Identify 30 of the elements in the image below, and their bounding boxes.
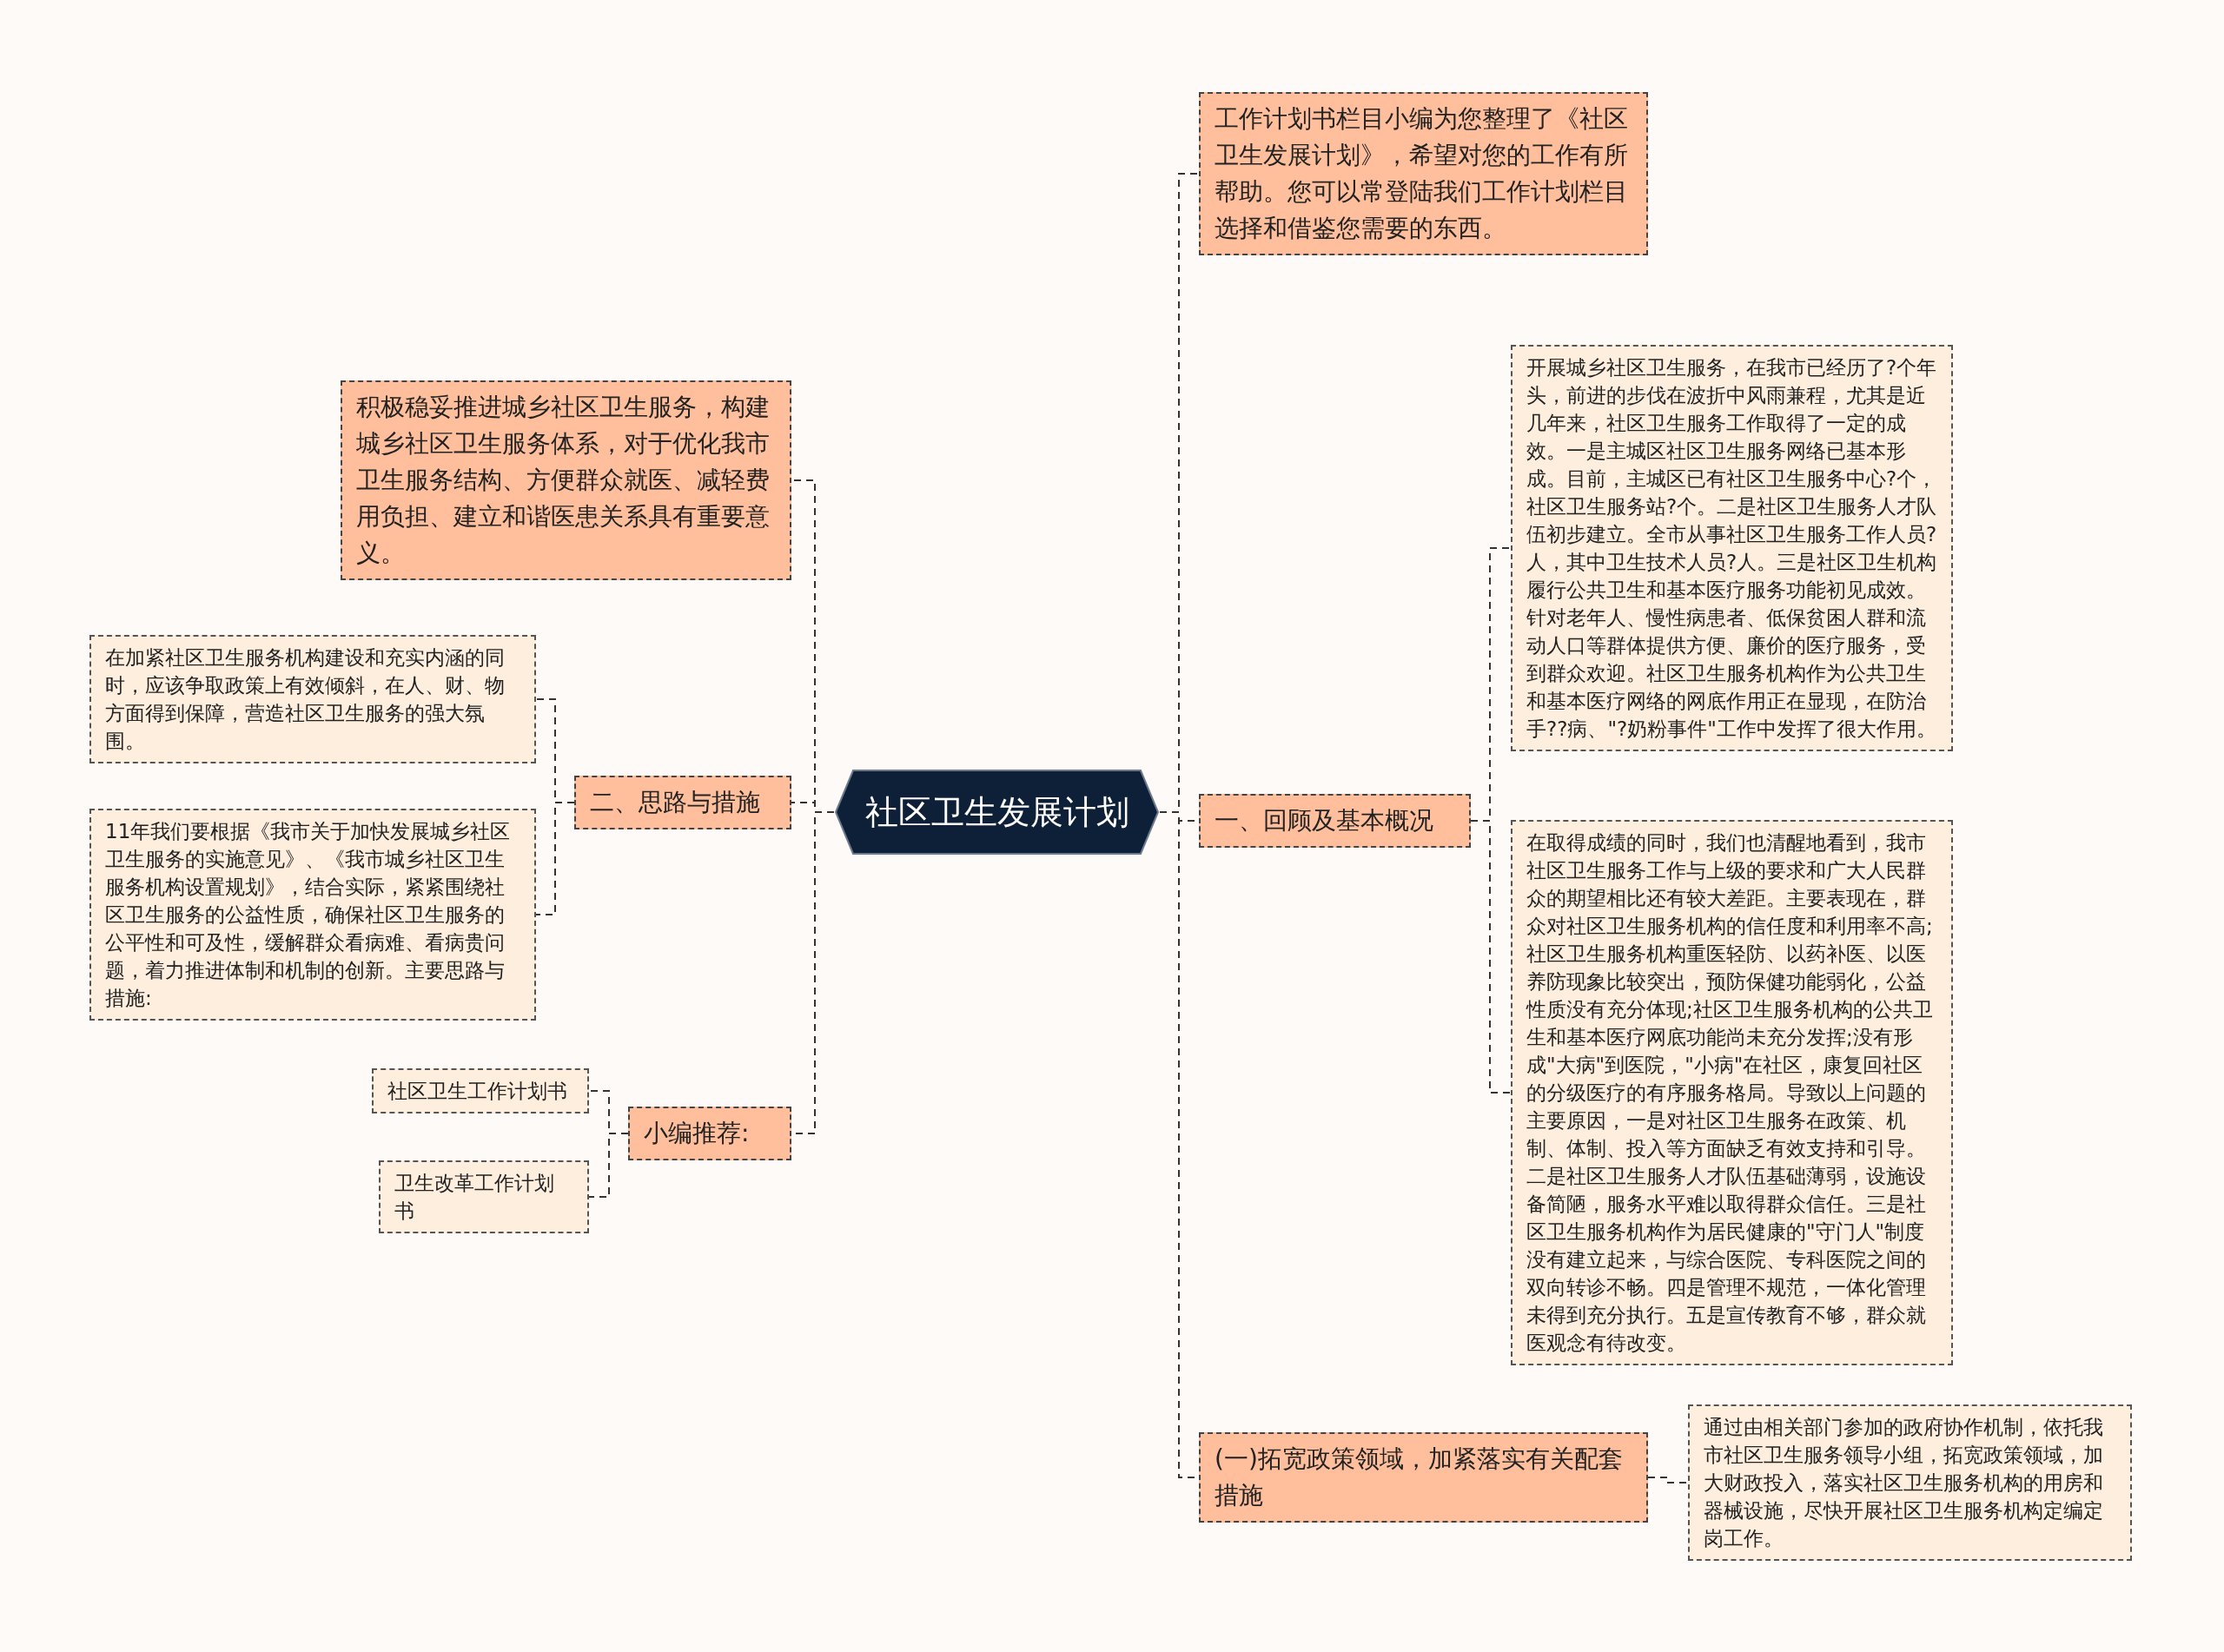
topic-text: 工作计划书栏目小编为您整理了《社区卫生发展计划》，希望对您的工作有所帮助。您可以常登陆我们工作计划栏目选择和借鉴您需要的东西。 — [1215, 103, 1629, 244]
subtopic-box — [379, 1160, 589, 1233]
topic-text: 在取得成绩的同时，我们也清醒地看到，我市社区卫生服务工作与上级的要求和广大人民群众的期望相比还有较大差距。主要表现在，群众对社区卫生服务机构的信任度和利用率不高;社区卫生服务机构重医轻防、以药补医、以医养防现象比较突出，预防保健功能弱化，公益性质没有充分体现;社区卫生服务机构的公共卫生和基本医疗网底功能尚未充分发挥;没有形成"大病"到医院，"小病"在社区，康复回社区的分级医疗的有序服务格局。导致以上问题的主要原因，一是对社区卫生服务在政策、机制、体制、投入等方面缺乏有效支持和引导。二是社区卫生服务人才队伍基础薄弱，设施设备简陋，服务水平难以取得群众信任。三是社区卫生服务机构作为居民健康的"守门人"制度没有建立起来，与综合医院、专科医院之间的双向转诊不畅。四是管理不规范，一体化管理未得到充分执行。五是宣传教育不够，群众就医观念有待改变。 — [1526, 830, 1934, 1356]
topic-text: (一)拓宽政策领域，加紧落实有关配套措施 — [1215, 1444, 1624, 1511]
topic-box — [574, 776, 791, 829]
connector-line — [1470, 820, 1512, 1094]
subtopic-box — [1688, 1404, 2132, 1561]
topic-text: 积极稳妥推进城乡社区卫生服务，构建城乡社区卫生服务体系，对于优化我市卫生服务结构、方便群众就医、减轻费用负担、建立和谐医患关系具有重要意义。 — [356, 392, 771, 569]
topic-box — [1199, 1432, 1648, 1523]
topic-text: 通过由相关部门参加的政府协作机制，依托我市社区卫生服务领导小组，拓宽政策领域，加大财政投入，落实社区卫生服务机构的用房和器械设施，尽快开展社区卫生服务机构定编定岗工作。 — [1704, 1415, 2104, 1551]
topic-box — [1199, 92, 1648, 255]
connector-line — [588, 1133, 629, 1198]
subtopic-box — [89, 809, 536, 1021]
topic-text: 二、思路与措施 — [590, 787, 761, 818]
topic-text: 小编推荐: — [644, 1118, 751, 1149]
topic-box — [1199, 794, 1471, 848]
topic-text: 开展城乡社区卫生服务，在我市已经历了?个年头，前进的步伐在波折中风雨兼程，尤其是近几年来，社区卫生服务工作取得了一定的成效。一是主城区社区卫生服务网络已基本形成。目前，主城区已有社区卫生服务中心?个，社区卫生服务站?个。二是社区卫生服务人才队伍初步建立。全市从事社区卫生服务工作人员?人，其中卫生技术人员?人。三是社区卫生机构履行公共卫生和基本医疗服务功能初见成效。针对老年人、慢性病患者、低保贫困人群和流动人口等群体提供方便、廉价的医疗服务，受到群众欢迎。社区卫生服务机构作为公共卫生和基本医疗网络的网底作用正在显现，在防治手??病、"?奶粉事件"工作中发挥了很大作用。 — [1526, 355, 1937, 742]
topic-text: 卫生改革工作计划书 — [394, 1171, 555, 1224]
topic-box — [341, 380, 791, 580]
connector-line — [535, 802, 575, 915]
central-topic-hexagon — [834, 769, 1160, 856]
topic-text: 社区卫生工作计划书 — [387, 1079, 568, 1104]
topic-text: 一、回顾及基本概况 — [1215, 805, 1434, 836]
connector-line — [1647, 1477, 1689, 1483]
topic-text: 在加紧社区卫生服务机构建设和充实内涵的同时，应该争取政策上有效倾斜，在人、财、物方面得到保障，营造社区卫生服务的强大氛围。 — [105, 645, 506, 754]
subtopic-box — [372, 1068, 589, 1113]
topic-box — [628, 1107, 791, 1160]
central-topic-text: 社区卫生发展计划 — [864, 791, 1129, 833]
subtopic-box — [89, 635, 536, 763]
topic-text: 11年我们要根据《我市关于加快发展城乡社区卫生服务的实施意见》、《我市城乡社区卫生服务机构设置规划》，结合实际，紧紧围绕社区卫生服务的公益性质，确保社区卫生服务的公平性和可及性，缓解群众看病难、看病贵问题，着力推进体制和机制的创新。主要思路与措施: — [105, 819, 512, 1011]
